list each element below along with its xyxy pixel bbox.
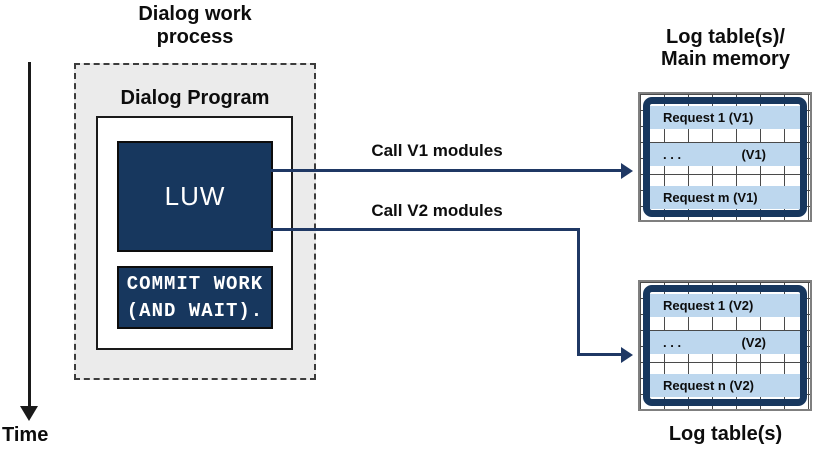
log-row-text: . . . xyxy=(663,147,682,162)
dialog-work-process-title: Dialog work process xyxy=(138,3,252,48)
log-row-text: Request 1 (V1) xyxy=(663,110,754,125)
time-axis-label: Time xyxy=(2,424,49,446)
log-table-bottom-title: Log table(s) xyxy=(668,423,783,445)
log-table-v2-row: . . . (V2) xyxy=(650,331,800,354)
log-table-main-memory-title: Log table(s)/ Main memory xyxy=(661,26,790,70)
log-row-text: . . . xyxy=(663,335,682,350)
log-table-v2-row: Request n (V2) xyxy=(650,374,800,397)
luw-box: LUW xyxy=(117,141,273,252)
log-table-v1-row: Request m (V1) xyxy=(650,186,800,209)
call-v1-arrowhead-icon xyxy=(621,163,633,179)
log-table-v2-row: Request 1 (V2) xyxy=(650,294,800,317)
call-v2-arrow-line-end xyxy=(577,353,621,356)
call-v2-label: Call V2 modules xyxy=(371,201,503,220)
call-v1-label: Call V1 modules xyxy=(371,141,503,160)
log-row-suffix: (V2) xyxy=(741,335,766,350)
call-v2-arrow-line-horizontal xyxy=(271,228,580,231)
log-table-v1-row: . . . (V1) xyxy=(650,143,800,166)
log-table-v1: Request 1 (V1) . . . (V1) Request m (V1) xyxy=(638,92,812,222)
log-row-text: Request n (V2) xyxy=(663,378,755,393)
call-v2-arrow-line-vertical xyxy=(577,228,580,356)
log-table-v2: Request 1 (V2) . . . (V2) Request n (V2) xyxy=(638,280,812,411)
log-table-v1-row: Request 1 (V1) xyxy=(650,106,800,129)
commit-work-box: COMMIT WORK (AND WAIT). xyxy=(117,266,273,329)
commit-work-statement: COMMIT WORK (AND WAIT). xyxy=(126,272,264,322)
log-table-v1-frame xyxy=(643,97,807,217)
log-table-v2-frame xyxy=(643,285,807,406)
call-v2-arrowhead-icon xyxy=(621,347,633,363)
log-row-suffix: (V1) xyxy=(741,147,766,162)
log-row-text: Request 1 (V2) xyxy=(663,298,754,313)
dialog-program-label: Dialog Program xyxy=(120,87,270,109)
call-v1-arrow-line xyxy=(271,169,621,172)
time-axis-line xyxy=(28,62,31,408)
time-axis-arrowhead-icon xyxy=(20,406,38,421)
log-row-text: Request m (V1) xyxy=(663,190,758,205)
luw-label: LUW xyxy=(164,181,226,211)
